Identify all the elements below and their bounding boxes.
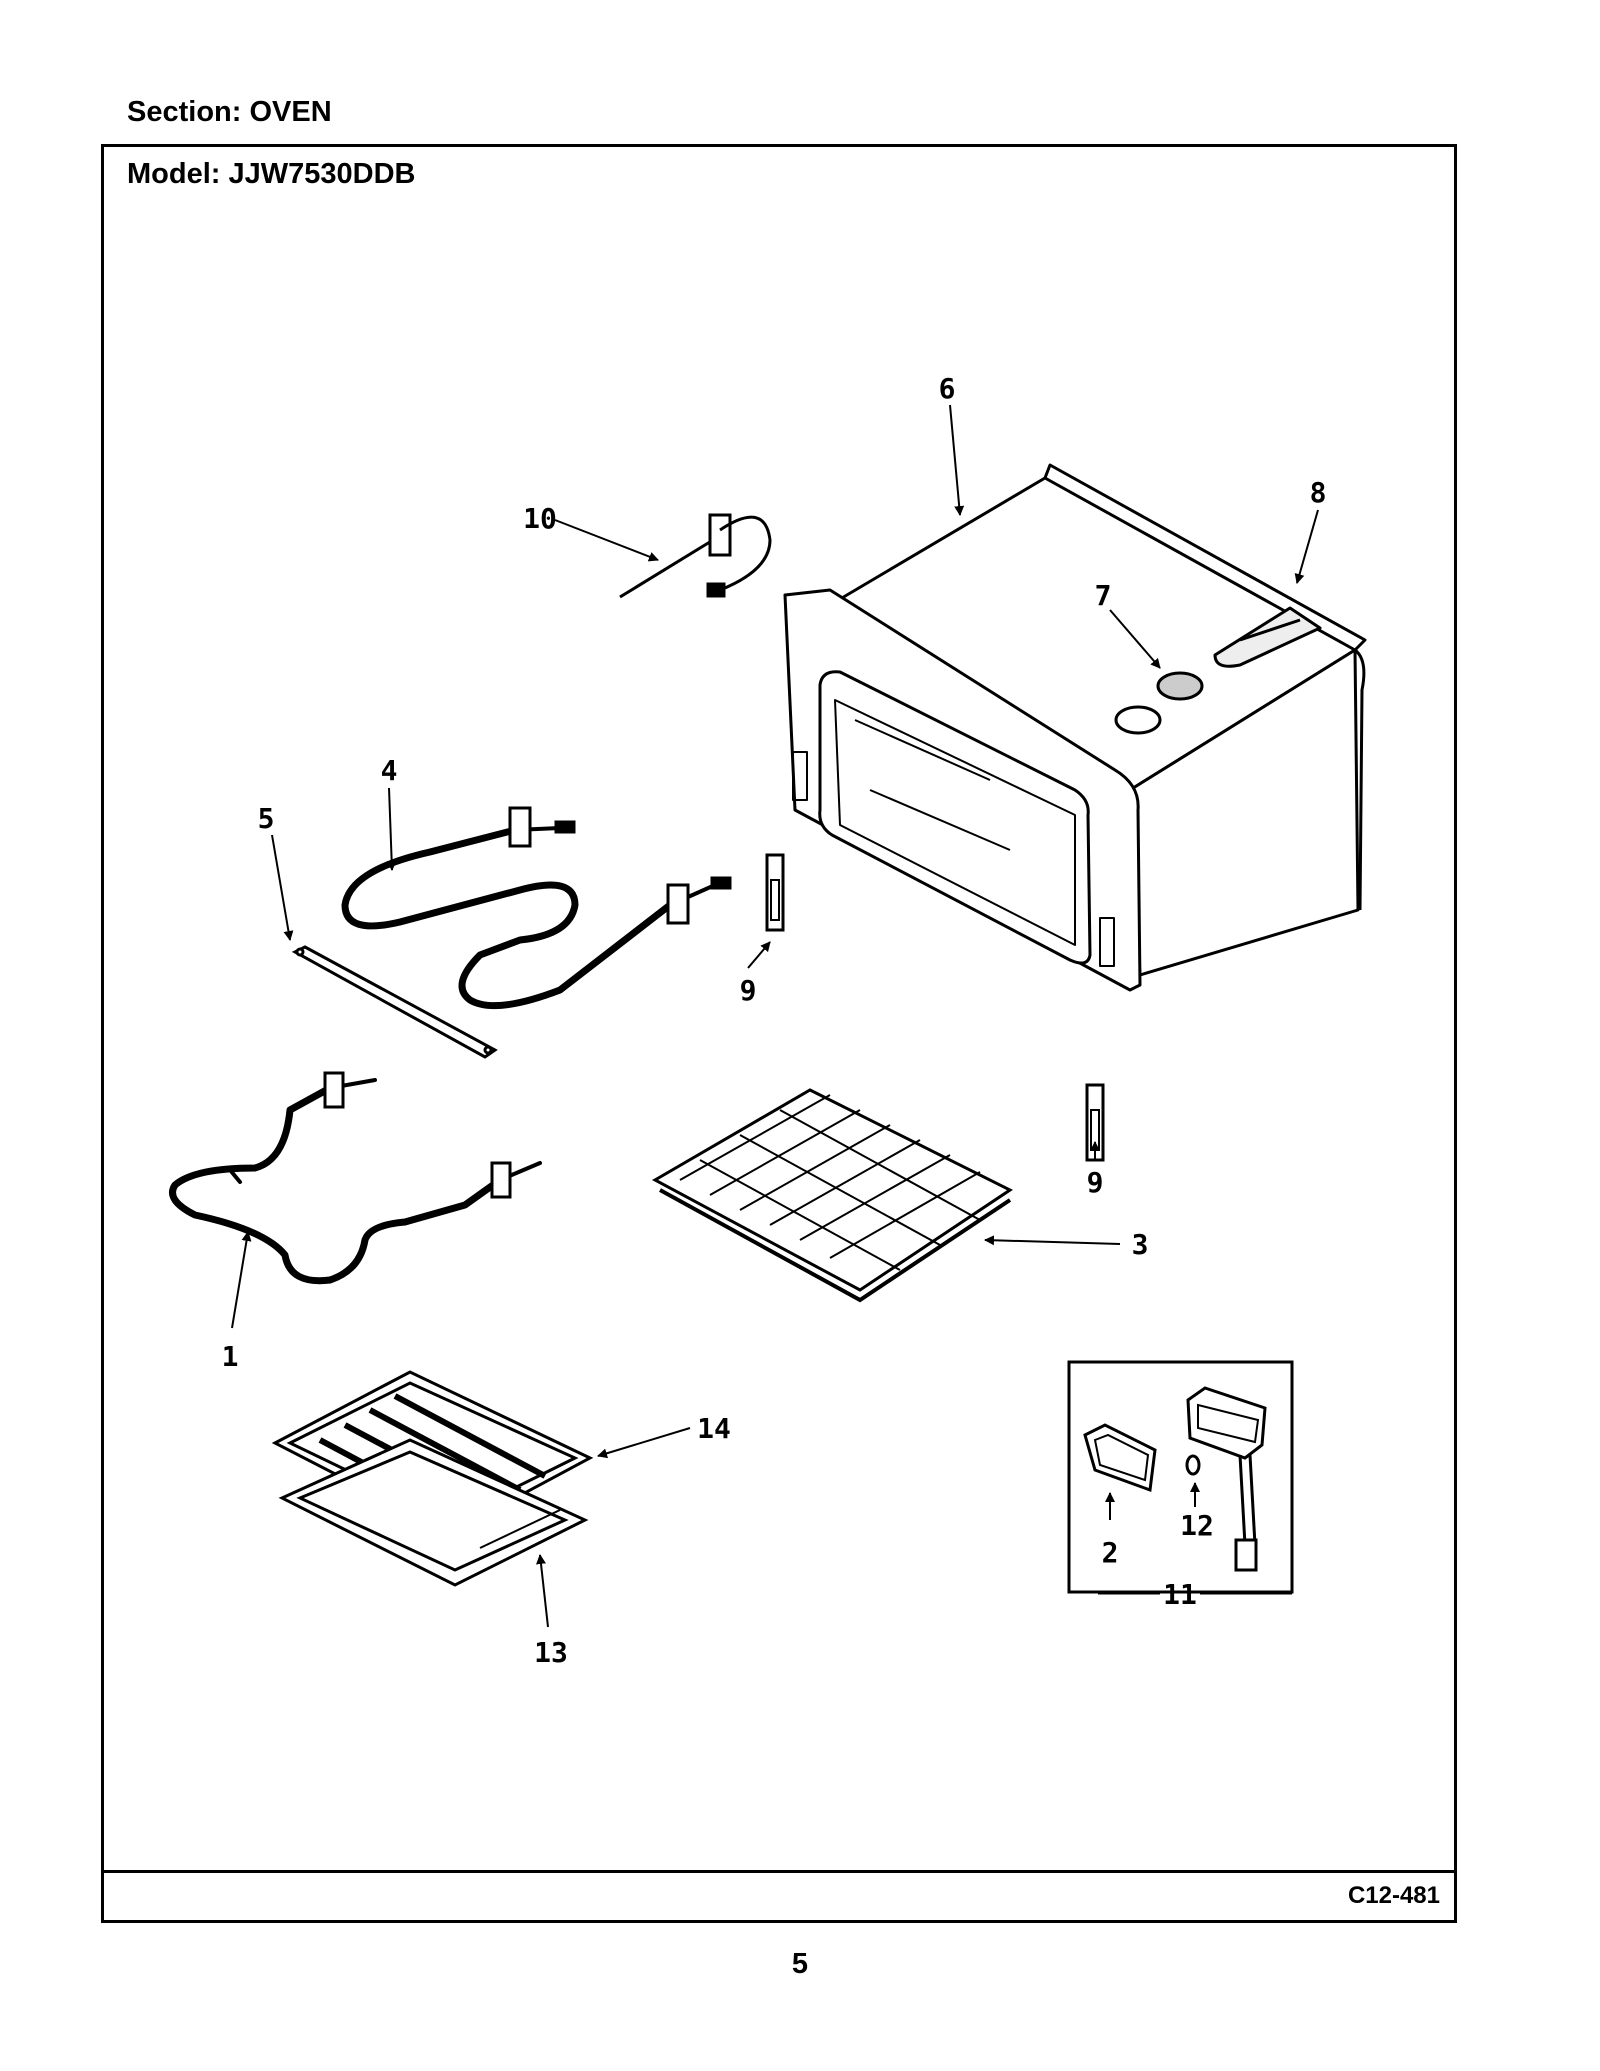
footer-divider [101,1870,1457,1873]
rack-support-left [765,853,785,932]
callout-5: 5 [258,802,275,835]
oven-light-assembly [1067,1360,1294,1594]
callout-9-left: 9 [740,974,757,1007]
callout-9-right: 9 [1087,1166,1104,1199]
callout-12: 12 [1180,1509,1214,1542]
oven-cavity [783,463,1367,992]
model-title: Model: JJW7530DDB [127,158,416,190]
bake-element-brackets [323,1071,512,1199]
diagram-frame [101,144,1457,1923]
callout-6: 6 [939,372,956,405]
callout-10: 10 [523,502,557,535]
broil-element [341,826,717,1010]
section-title: Section: OVEN [127,96,332,128]
oven-sensor [619,513,772,599]
callout-4: 4 [381,754,398,787]
callout-1: 1 [222,1340,239,1373]
callout-13: 13 [534,1636,568,1669]
callout-14: 14 [697,1412,731,1445]
broil-element-brackets [508,806,732,925]
callout-8: 8 [1310,476,1327,509]
callout-2: 2 [1102,1536,1119,1569]
callout-11: 11 [1163,1578,1197,1611]
page-number: 5 [791,1948,809,1980]
diagram-code: C12-481 [1347,1882,1440,1909]
leader-arrows [231,404,1319,1628]
oven-rack [651,1088,1013,1303]
callout-7: 7 [1095,579,1112,612]
element-bracket-strip [291,945,498,1059]
callout-3: 3 [1132,1228,1149,1261]
broiler-pan [278,1438,589,1587]
bake-element [169,1078,542,1285]
